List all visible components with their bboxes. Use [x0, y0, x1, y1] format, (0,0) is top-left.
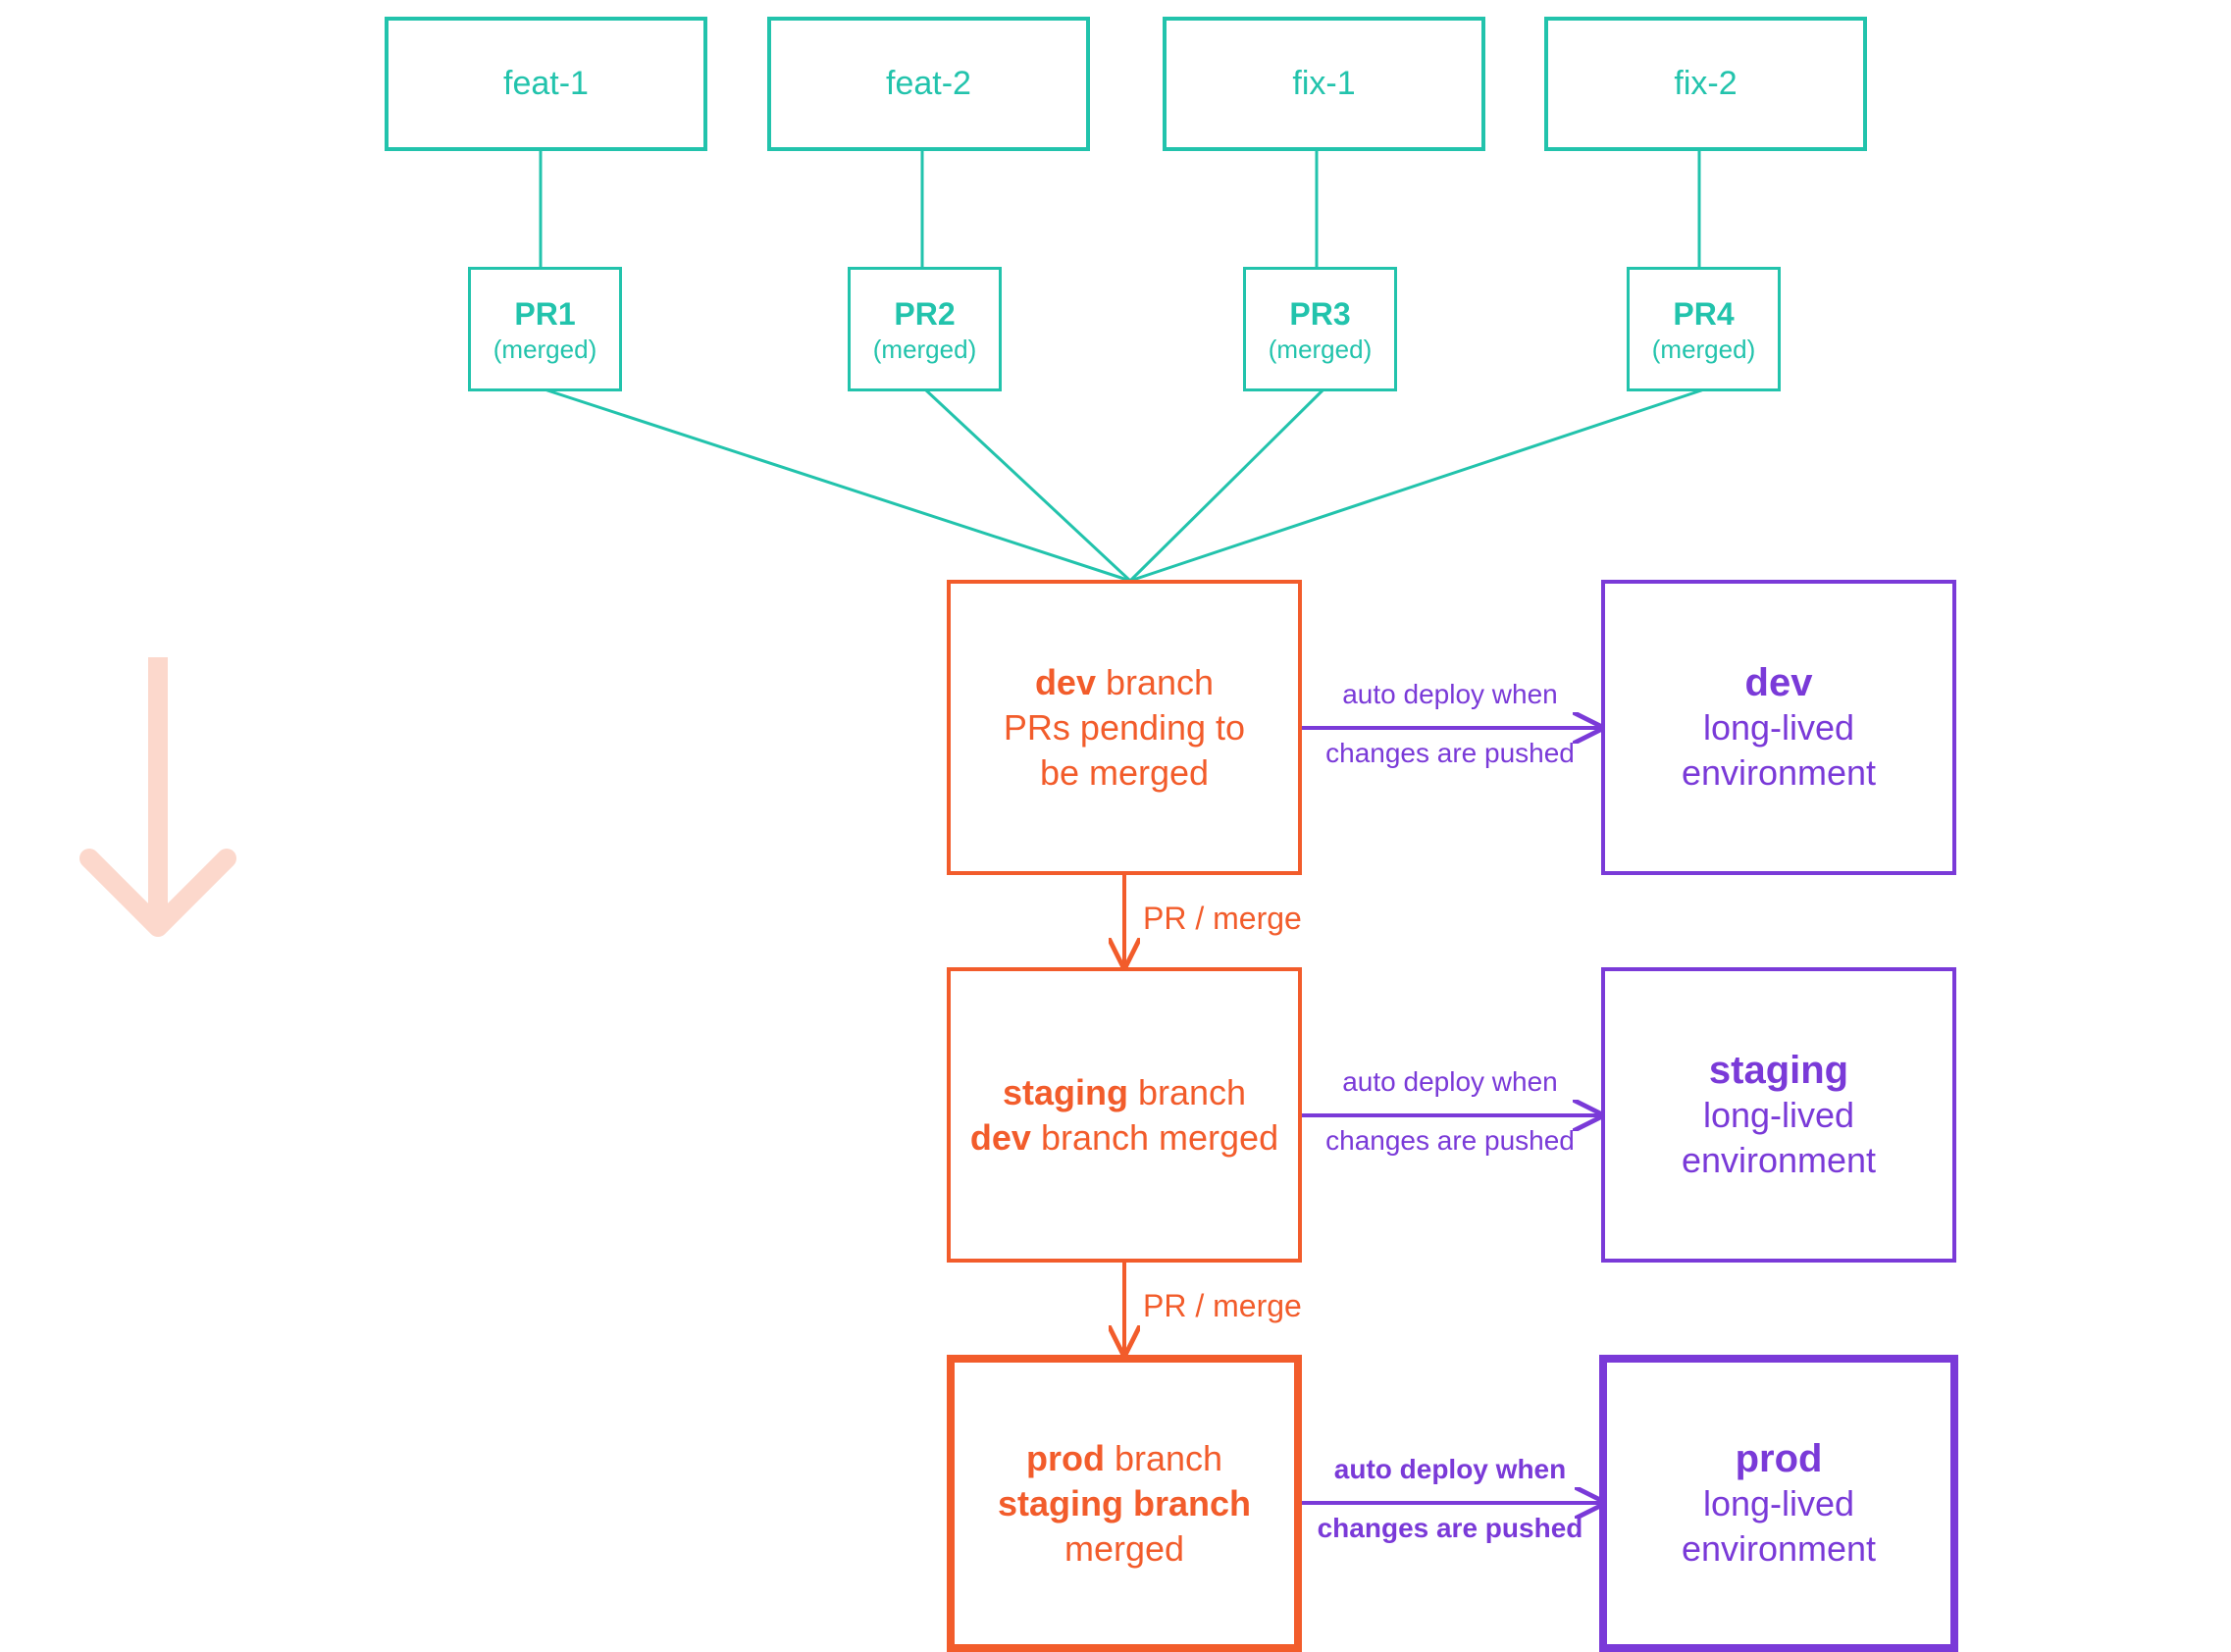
pr-status: (merged) — [1651, 334, 1756, 364]
env-name: staging — [1708, 1048, 1849, 1092]
branch-desc-line: staging branch — [997, 1482, 1252, 1523]
env-name: dev — [1744, 660, 1813, 704]
pr-box-3: PR3 (merged) — [1243, 267, 1397, 391]
pr-box-1: PR1 (merged) — [468, 267, 622, 391]
deploy-label-line2: changes are pushed — [1325, 738, 1575, 768]
pr-title: PR2 — [894, 295, 956, 332]
deploy-arrows — [1302, 728, 1603, 1503]
branch-name: dev — [1034, 661, 1096, 702]
pr-title: PR3 — [1289, 295, 1351, 332]
feature-branch-fix-2: fix-2 — [1544, 17, 1867, 151]
env-desc-line: environment — [1681, 751, 1877, 793]
feature-branch-feat-2: feat-2 — [767, 17, 1090, 151]
branch-desc-line: merged — [1064, 1527, 1185, 1569]
merge-label: PR / merge — [1143, 1288, 1302, 1323]
env-desc-line: long-lived — [1702, 706, 1855, 748]
branch-title: prod branch — [1026, 1436, 1222, 1481]
pr-status: (merged) — [872, 334, 977, 364]
branch-name: staging — [1002, 1071, 1128, 1112]
pr-title: PR1 — [514, 295, 576, 332]
branch-title: dev branch — [1035, 660, 1214, 705]
feature-label: fix-2 — [1674, 65, 1738, 102]
pr-status: (merged) — [493, 334, 597, 364]
pr-title: PR4 — [1673, 295, 1735, 332]
prod-branch-box: prod branch staging branch merged — [947, 1355, 1302, 1652]
deploy-label-line2: changes are pushed — [1325, 1125, 1575, 1156]
env-desc-line: environment — [1681, 1527, 1877, 1569]
dev-environment-box: dev long-lived environment — [1601, 580, 1956, 875]
feature-branch-fix-1: fix-1 — [1163, 17, 1485, 151]
prod-environment-box: prod long-lived environment — [1599, 1355, 1958, 1652]
env-desc-line: environment — [1681, 1139, 1877, 1180]
branch-desc-rest: branch merged — [1030, 1116, 1279, 1158]
staging-environment-box: staging long-lived environment — [1601, 967, 1956, 1263]
env-desc-line: long-lived — [1702, 1094, 1855, 1135]
deploy-label-line2: changes are pushed — [1317, 1513, 1583, 1543]
deploy-label-line1: auto deploy when — [1342, 679, 1558, 709]
env-name: prod — [1735, 1436, 1823, 1480]
branch-name: prod — [1025, 1437, 1105, 1478]
pr-box-2: PR2 (merged) — [848, 267, 1002, 391]
merge-label: PR / merge — [1143, 901, 1302, 936]
feature-branch-feat-1: feat-1 — [385, 17, 707, 151]
pr-status: (merged) — [1268, 334, 1373, 364]
branch-desc-line: dev branch merged — [970, 1115, 1278, 1161]
feature-to-pr-lines — [539, 149, 1701, 267]
feature-label: fix-1 — [1292, 65, 1356, 102]
branch-ref: dev — [969, 1116, 1031, 1158]
branch-suffix: branch — [1127, 1071, 1247, 1112]
feature-label: feat-2 — [886, 65, 971, 102]
flow-direction-arrow — [79, 657, 236, 937]
staging-branch-box: staging branch dev branch merged — [947, 967, 1302, 1263]
branch-suffix: branch — [1095, 661, 1215, 702]
dev-branch-box: dev branch PRs pending to be merged — [947, 580, 1302, 875]
branch-suffix: branch — [1104, 1437, 1223, 1478]
deploy-label-line1: auto deploy when — [1342, 1066, 1558, 1097]
pr-to-dev-lines — [544, 387, 1705, 583]
branch-desc-line: PRs pending to — [1003, 706, 1246, 748]
deploy-label-line1: auto deploy when — [1333, 1454, 1567, 1484]
feature-label: feat-1 — [503, 65, 589, 102]
pr-box-4: PR4 (merged) — [1627, 267, 1781, 391]
branch-desc-line: be merged — [1039, 751, 1210, 793]
branch-title: staging branch — [1003, 1070, 1246, 1115]
env-desc-line: long-lived — [1702, 1482, 1855, 1523]
